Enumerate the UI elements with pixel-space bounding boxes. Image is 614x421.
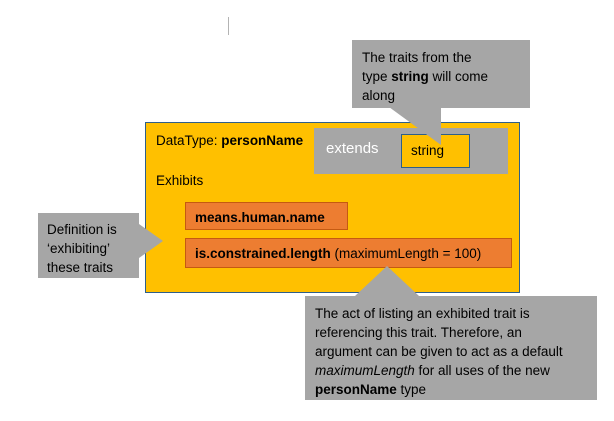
callout-top-line-1: The traits from the (362, 50, 472, 65)
callout-bottom-line-3: argument can be given to act as a defaul… (315, 344, 563, 359)
callout-bottom-line-2: referencing this trait. Therefore, an (315, 325, 522, 340)
callout-top-tail (389, 107, 441, 145)
datatype-title: DataType: personName (156, 133, 303, 148)
trait-box-means-human-name[interactable]: means.human.name (185, 202, 348, 230)
callout-bottom-tail (355, 266, 419, 296)
datatype-title-name: personName (221, 133, 304, 148)
callout-bottom-line-5: personName type (315, 380, 587, 399)
callout-top-line-2: type string will come (362, 67, 520, 86)
trait-name: is.constrained.length (195, 246, 331, 261)
callout-top: The traits from the type string will com… (352, 40, 530, 108)
stray-tick-mark (228, 17, 229, 35)
callout-top-line-2-a: type (362, 69, 392, 84)
extends-type-box-string[interactable]: string (401, 134, 470, 168)
callout-top-line-2-b: will come (428, 69, 489, 84)
callout-left-line-3: these traits (47, 260, 114, 275)
trait-name: means.human.name (195, 210, 325, 225)
callout-bottom-line-5-rest: type (396, 382, 427, 397)
callout-left-line-1: Definition is (47, 222, 117, 237)
datatype-box[interactable]: DataType: personName Exhibits extends st… (145, 122, 520, 293)
trait-argument: (maximumLength = 100) (330, 246, 482, 261)
callout-left-tail (139, 224, 163, 258)
callout-left-line-2: ‘exhibiting’ (47, 241, 111, 256)
callout-top-line-2-bold: string (391, 69, 429, 84)
extends-type-label: string (411, 143, 445, 158)
exhibits-label: Exhibits (156, 173, 204, 188)
callout-bottom: The act of listing an exhibited trait is… (305, 296, 597, 400)
trait-label: means.human.name (195, 210, 325, 225)
callout-bottom-line-5-bold: personName (315, 382, 397, 397)
callout-bottom-line-4-italic: maximumLength (315, 363, 415, 378)
callout-bottom-line-1: The act of listing an exhibited trait is (315, 306, 530, 321)
trait-label: is.constrained.length (maximumLength = 1… (195, 246, 481, 261)
callout-left: Definition is ‘exhibiting’ these traits (38, 213, 139, 278)
callout-top-line-3: along (362, 88, 396, 103)
extends-label: extends (326, 140, 379, 157)
callout-bottom-line-4-rest: for all uses of the new (414, 363, 550, 378)
datatype-title-prefix: DataType: (156, 133, 222, 148)
extends-block[interactable]: extends string (314, 128, 508, 174)
callout-bottom-line-4: maximumLength for all uses of the new (315, 361, 587, 380)
trait-box-is-constrained-length[interactable]: is.constrained.length (maximumLength = 1… (185, 238, 512, 268)
